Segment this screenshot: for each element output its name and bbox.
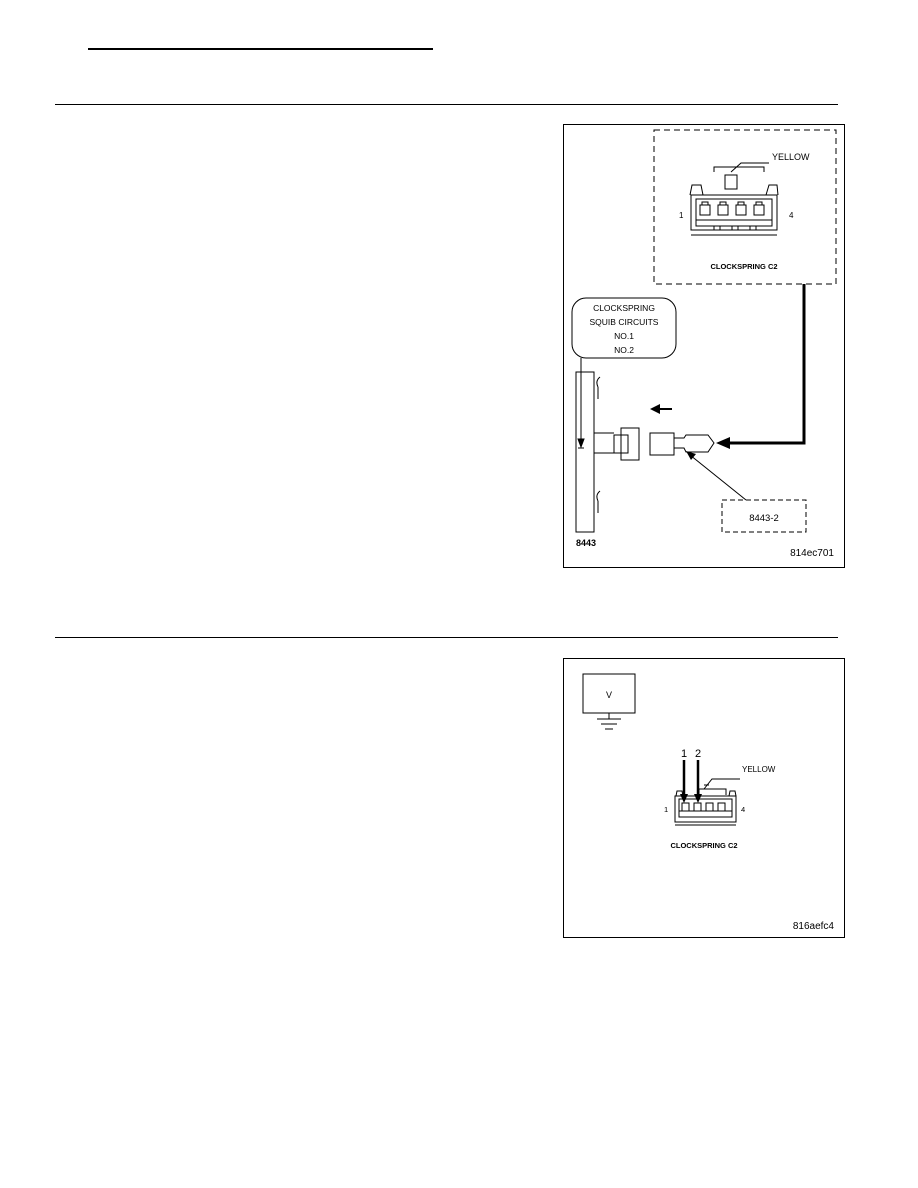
connector-icon	[689, 162, 779, 236]
callout-line-3: NO.1	[614, 331, 634, 341]
yellow-label: YELLOW	[742, 765, 776, 774]
inset-caption: CLOCKSPRING C2	[710, 262, 777, 271]
section-divider-2	[55, 637, 838, 638]
probe-2-label: 2	[695, 748, 701, 760]
inset-leader-line	[722, 284, 806, 445]
ground-symbol-icon	[597, 713, 621, 730]
connector-icon	[674, 778, 740, 826]
adapter-label-box	[721, 499, 807, 533]
inset-dashed-box	[653, 129, 837, 285]
figure1-id: 814ec701	[790, 548, 834, 559]
pin-1-label: 1	[664, 805, 668, 814]
figure-clockspring-squib-test: YELLOW 1 4 CLOCKSPRING C2 CLOCKSPRING SQ…	[563, 124, 845, 568]
direction-arrow-icon	[650, 404, 672, 414]
adapter-leader-arrowhead	[686, 451, 696, 460]
tool-8443	[575, 358, 715, 533]
pin-4-label: 4	[789, 211, 794, 220]
pin-1-label: 1	[679, 211, 684, 220]
tool-label: 8443	[576, 538, 596, 548]
adapter-leader-line	[689, 454, 747, 501]
squib-circuits-callout	[571, 297, 677, 359]
probe-1-label: 1	[681, 748, 687, 760]
pin-4-label: 4	[741, 805, 745, 814]
voltmeter-icon	[582, 673, 636, 714]
leader-arrowhead	[716, 437, 730, 449]
figure2-id: 816aefc4	[793, 921, 835, 932]
section-divider-1	[55, 104, 838, 105]
callout-line-1: CLOCKSPRING	[593, 303, 655, 313]
figure1-svg: YELLOW 1 4 CLOCKSPRING C2 CLOCKSPRING SQ…	[571, 129, 837, 559]
adapter-label: 8443-2	[749, 513, 779, 524]
figure-clockspring-voltage-test: V 1 2	[563, 658, 845, 938]
header-underline	[88, 48, 433, 50]
test-probes	[680, 760, 702, 803]
yellow-label: YELLOW	[772, 152, 810, 162]
figure2-svg: V 1 2	[582, 673, 835, 932]
connector-caption: CLOCKSPRING C2	[670, 841, 737, 850]
meter-label: V	[606, 690, 612, 700]
callout-line-4: NO.2	[614, 345, 634, 355]
callout-line-2: SQUIB CIRCUITS	[590, 317, 659, 327]
